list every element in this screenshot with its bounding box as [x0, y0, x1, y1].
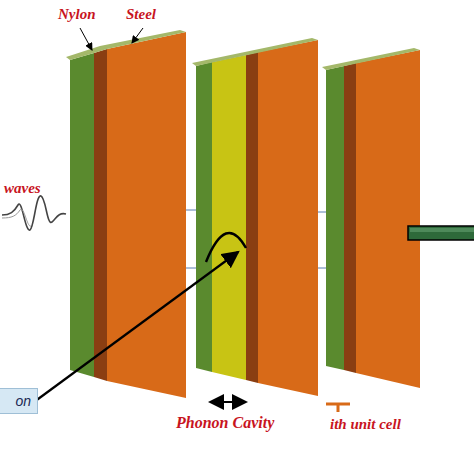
material-label: Nylon [58, 6, 96, 23]
wave-signal [2, 209, 31, 226]
unit-bracket [326, 404, 350, 412]
icon-box: on [0, 388, 38, 414]
leader-arrow [80, 28, 92, 50]
cavity-label: Phonon Cavity [176, 414, 274, 432]
cavity-slab [192, 38, 318, 396]
width-arrow [210, 401, 246, 403]
phonon-mode [206, 233, 246, 262]
wave-signal [2, 196, 66, 230]
detector-bar [408, 226, 474, 240]
pointer-arrow [34, 252, 238, 402]
unit-cell-label: ith unit cell [330, 416, 401, 433]
wave-label: waves [4, 180, 41, 197]
detector-bar [410, 228, 474, 232]
material-label: Steel [126, 6, 156, 23]
unit-cell-slab [322, 48, 420, 388]
box-text: on [5, 393, 31, 409]
unit-cell-slab [66, 30, 186, 398]
leader-arrow [132, 28, 143, 43]
